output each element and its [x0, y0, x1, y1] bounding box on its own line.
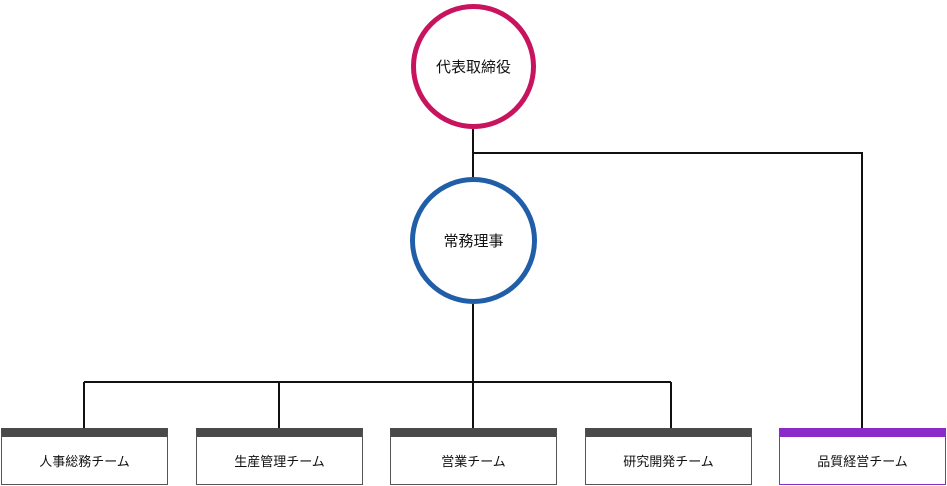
- team-label: 人事総務チーム: [39, 455, 130, 470]
- managing-director-label: 常務理事: [443, 232, 504, 250]
- line-ceo-to-quality: [473, 152, 863, 428]
- team-production: 生産管理チーム: [196, 428, 363, 485]
- team-label: 研究開発チーム: [623, 455, 714, 470]
- ceo-label: 代表取締役: [435, 58, 511, 76]
- team-label: 生産管理チーム: [234, 455, 325, 470]
- team-hr-general: 人事総務チーム: [1, 428, 168, 485]
- team-quality-management: 品質経営チーム: [779, 428, 946, 485]
- team-sales: 営業チーム: [390, 428, 557, 485]
- ceo-node: 代表取締役: [411, 4, 536, 129]
- team-label: 営業チーム: [441, 455, 506, 470]
- team-label: 品質経営チーム: [817, 455, 908, 470]
- team-rnd: 研究開発チーム: [585, 428, 752, 485]
- managing-director-node: 常務理事: [410, 177, 537, 304]
